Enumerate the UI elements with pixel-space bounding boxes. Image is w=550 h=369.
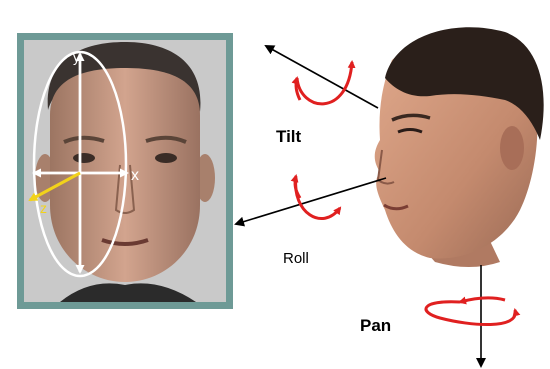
pan-rotation: Pan: [360, 265, 515, 366]
tilt-axis-arrow: [266, 46, 378, 108]
pan-label: Pan: [360, 316, 391, 335]
roll-label: Roll: [283, 250, 309, 267]
roll-rotation: Roll: [236, 176, 386, 267]
photo-right-eye: [155, 153, 177, 163]
head-model: [375, 27, 544, 267]
face-photo: y x z: [17, 33, 233, 309]
x-axis-label: x: [131, 167, 139, 184]
z-axis-label: z: [40, 200, 47, 216]
photo-left-eye: [73, 153, 95, 163]
tilt-label: Tilt: [276, 127, 302, 146]
pan-arc-start: [460, 298, 505, 302]
tilt-rotation: Tilt: [266, 46, 378, 146]
head-ear: [500, 126, 524, 170]
pan-arc: [426, 302, 515, 325]
y-axis-label: y: [73, 49, 80, 65]
